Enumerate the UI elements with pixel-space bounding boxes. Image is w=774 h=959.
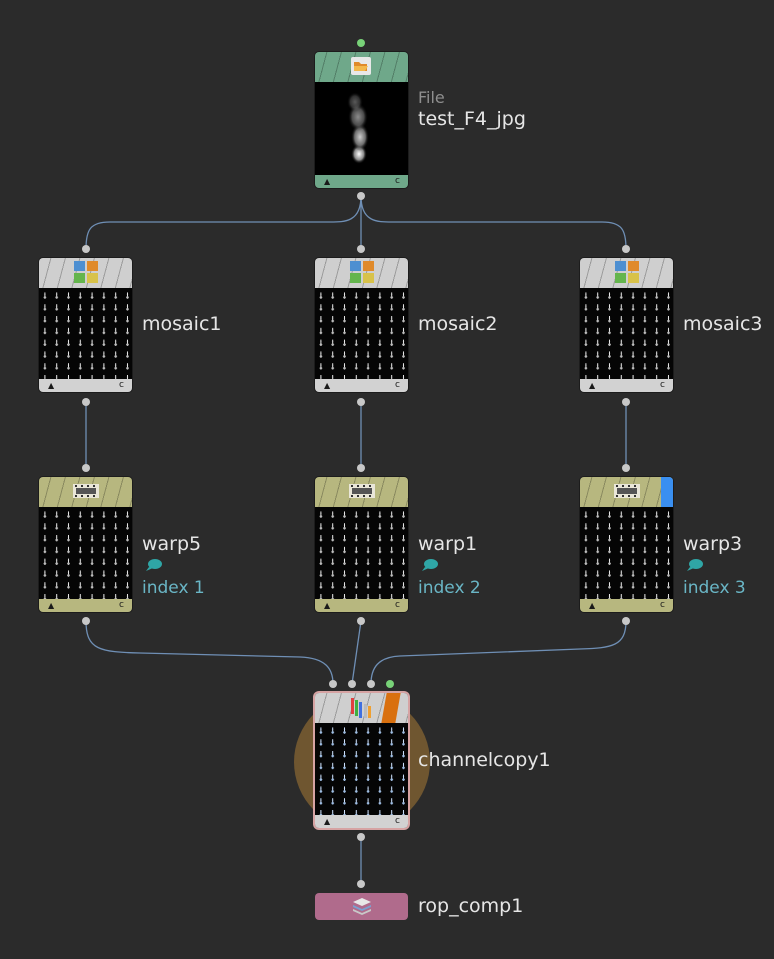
channelcopy1-output-port[interactable] bbox=[357, 833, 365, 841]
wire-warp3-channelcopy1 bbox=[370, 620, 627, 685]
warp3-output-port[interactable] bbox=[622, 617, 630, 625]
mosaic1-input-port[interactable] bbox=[82, 245, 90, 253]
warp-film-icon bbox=[614, 484, 640, 498]
folder-open-icon bbox=[351, 57, 371, 75]
template-flag[interactable] bbox=[661, 477, 673, 507]
mosaic3-thumbnail bbox=[580, 288, 673, 379]
wire-file-mosaic1 bbox=[85, 195, 362, 250]
mosaic-icon bbox=[350, 261, 374, 283]
warp3-input-port[interactable] bbox=[622, 464, 630, 472]
comment-icon[interactable] bbox=[421, 558, 439, 572]
warp5-thumbnail bbox=[39, 507, 132, 599]
mosaic2-output-port[interactable] bbox=[357, 398, 365, 406]
file-output-port[interactable] bbox=[357, 192, 365, 200]
channelcopy1-input-port-1[interactable] bbox=[329, 680, 337, 688]
channelcopy1-name[interactable]: channelcopy1 bbox=[418, 749, 551, 771]
file-node-name[interactable]: test_F4_jpg bbox=[418, 108, 526, 130]
channelcopy1-input-port-2[interactable] bbox=[348, 680, 356, 688]
wire-warp5-channelcopy1 bbox=[85, 620, 334, 685]
channelcopy1-thumbnail bbox=[315, 723, 408, 815]
file-thumbnail bbox=[315, 82, 408, 175]
mosaic2-thumbnail bbox=[315, 288, 408, 379]
warp5-input-port[interactable] bbox=[82, 464, 90, 472]
mosaic2-input-port[interactable] bbox=[357, 245, 365, 253]
warp5-name[interactable]: warp5 bbox=[142, 533, 202, 555]
warp-film-icon bbox=[73, 484, 99, 498]
warp3-name[interactable]: warp3 bbox=[683, 533, 743, 555]
warp1-output-port[interactable] bbox=[357, 617, 365, 625]
comment-icon[interactable] bbox=[686, 558, 704, 572]
mosaic1-output-port[interactable] bbox=[82, 398, 90, 406]
mosaic3-name[interactable]: mosaic3 bbox=[683, 313, 763, 335]
warp5-comment: index 1 bbox=[142, 578, 205, 598]
mosaic-icon bbox=[74, 261, 98, 283]
channel-copy-icon bbox=[351, 698, 371, 718]
mosaic-icon bbox=[615, 261, 639, 283]
channelcopy1-input-port-3[interactable] bbox=[367, 680, 375, 688]
rop-comp1-name[interactable]: rop_comp1 bbox=[418, 895, 524, 917]
warp5-output-port[interactable] bbox=[82, 617, 90, 625]
warp1-thumbnail bbox=[315, 507, 408, 599]
mosaic1-name[interactable]: mosaic1 bbox=[142, 313, 222, 335]
rop-stack-icon bbox=[353, 898, 371, 915]
warp1-name[interactable]: warp1 bbox=[418, 533, 478, 555]
file-bypass-flag[interactable] bbox=[357, 39, 365, 47]
rop-comp1-input-port[interactable] bbox=[357, 880, 365, 888]
wire-warp1-channelcopy1 bbox=[351, 620, 362, 685]
wire-file-mosaic3 bbox=[360, 195, 627, 250]
mosaic3-output-port[interactable] bbox=[622, 398, 630, 406]
warp3-thumbnail bbox=[580, 507, 673, 599]
channelcopy1-mask-input-port[interactable] bbox=[386, 680, 394, 688]
warp1-comment: index 2 bbox=[418, 578, 481, 598]
comment-icon[interactable] bbox=[145, 558, 163, 572]
warp-film-icon bbox=[349, 484, 375, 498]
mosaic3-input-port[interactable] bbox=[622, 245, 630, 253]
warp1-input-port[interactable] bbox=[357, 464, 365, 472]
mosaic1-thumbnail bbox=[39, 288, 132, 379]
mosaic2-name[interactable]: mosaic2 bbox=[418, 313, 498, 335]
warp3-comment: index 3 bbox=[683, 578, 746, 598]
file-node-type-label: File bbox=[418, 88, 445, 107]
